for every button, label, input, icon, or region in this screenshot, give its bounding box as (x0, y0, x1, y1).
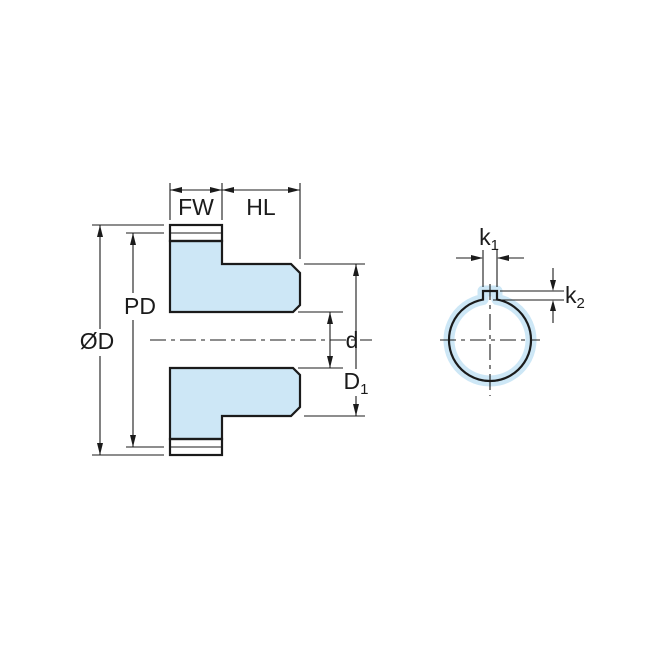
arrowhead (170, 187, 182, 193)
arrowhead (550, 280, 556, 291)
arrowhead (327, 356, 333, 368)
arrowhead (222, 187, 234, 193)
label-face-width: FW (178, 194, 214, 220)
gear-body-lower (168, 366, 302, 441)
arrowhead (550, 300, 556, 311)
arrowhead (210, 187, 222, 193)
bore-with-keyway-outline (447, 289, 533, 383)
end-view: k1 k2 (440, 224, 585, 396)
arrowhead (130, 233, 136, 245)
gear-body-upper (168, 239, 302, 314)
label-keyway-depth: k2 (565, 282, 585, 312)
arrowhead (288, 187, 300, 193)
label-pitch-diameter: PD (124, 293, 156, 319)
arrowhead (353, 404, 359, 416)
label-backing (74, 329, 120, 356)
arrowhead (497, 255, 509, 261)
label-bore-diameter: d (346, 327, 359, 353)
label-backing (118, 293, 162, 320)
label-hub-diameter: D1 (344, 368, 369, 398)
arrowhead (471, 255, 483, 261)
label-outer-diameter: ØD (80, 328, 115, 354)
label-keyway-width: k1 (479, 224, 499, 254)
label-backing (336, 369, 377, 396)
section-view: FW HL ØD PD d D1 (74, 183, 377, 457)
arrowhead (327, 312, 333, 324)
arrowhead (97, 225, 103, 237)
arrowhead (97, 443, 103, 455)
arrowhead (130, 435, 136, 447)
arrowhead (353, 264, 359, 276)
label-hub-length: HL (246, 194, 276, 220)
